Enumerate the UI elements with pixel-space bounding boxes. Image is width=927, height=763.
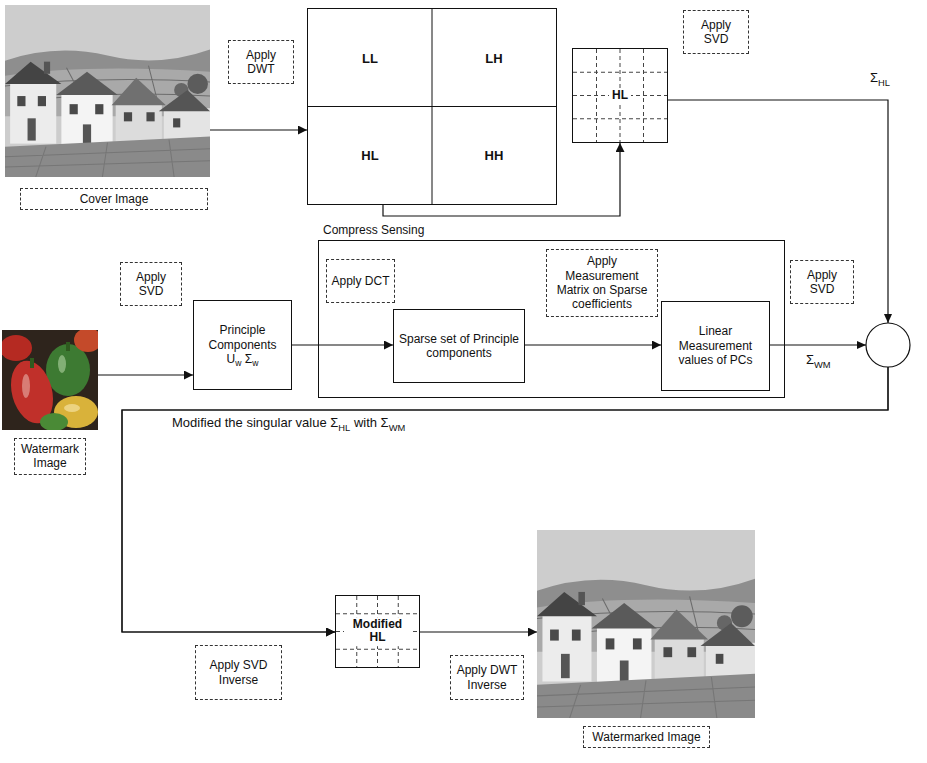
process-box: Sparse set of Principle components (393, 309, 525, 383)
image-node: Watermark Image (2, 330, 98, 430)
combiner-circle (866, 323, 910, 367)
process-box: Linear Measurement values of PCs (661, 301, 770, 391)
node-text: Apply SVD (124, 270, 178, 299)
step-label: Apply DCT (326, 259, 395, 303)
watermarked-photo (537, 530, 755, 718)
node-text: Principle Components (197, 323, 288, 352)
node-text: Apply SVD Inverse (199, 658, 278, 687)
node-text: Uw Σw (227, 352, 259, 366)
node-text: Apply DWT Inverse (454, 663, 520, 692)
step-label: Apply Measurement Matrix on Sparse coeff… (546, 249, 658, 317)
flow-arrow (292, 344, 393, 345)
matrix-grid: Modified HL (335, 595, 420, 668)
step-label: Apply SVD (790, 260, 854, 304)
node-text: Linear Measurement values of PCs (665, 324, 766, 367)
image-caption: Watermark Image (14, 438, 86, 475)
node-text: Apply DCT (331, 274, 389, 288)
watermark-photo (0, 328, 102, 431)
node-text: LL (362, 50, 378, 65)
node-text: Sparse set of Principle components (397, 332, 521, 361)
flow-arrow (420, 631, 537, 632)
image-caption: Cover Image (20, 188, 208, 210)
matrix-grid: HL (572, 48, 668, 143)
flow-arrow (525, 344, 661, 345)
group-heading: Compress Sensing (323, 223, 424, 237)
note-label: Modified the singular value ΣHL with ΣWM (170, 415, 407, 430)
node-text: Apply SVD (687, 18, 745, 47)
step-label: Apply SVD (120, 262, 182, 306)
divider-line (308, 106, 556, 107)
node-text: Modified HL (344, 617, 412, 647)
caption-text: Watermarked Image (588, 730, 705, 744)
caption-text: Watermark Image (19, 442, 81, 471)
image-caption: Watermarked Image (583, 726, 710, 748)
node-text: HH (485, 148, 504, 163)
node-text: Apply DWT (232, 48, 290, 77)
subband-box: LL LH HL HH (307, 8, 557, 205)
edge-label: ΣHL (868, 70, 892, 85)
node-text: Apply Measurement Matrix on Sparse coeff… (550, 254, 654, 312)
edge-label: ΣWM (804, 352, 833, 367)
grid-line (573, 118, 667, 119)
process-box: Principle ComponentsUw Σw (193, 300, 292, 390)
step-label: Apply SVD (683, 10, 749, 54)
step-label: Apply DWT (228, 40, 294, 84)
flow-arrow (98, 374, 193, 375)
node-text: Apply SVD (794, 268, 850, 297)
caption-text: Cover Image (25, 192, 203, 206)
group-box: Apply DCT Sparse set of Principle compone… (318, 240, 785, 398)
grid-line (643, 49, 644, 142)
node-text: HL (609, 88, 631, 104)
step-label: Apply SVD Inverse (195, 645, 282, 700)
image-node: Watermarked Image (537, 530, 755, 718)
image-node: Cover Image (5, 5, 210, 177)
step-label: Apply DWT Inverse (450, 655, 524, 700)
grid-line (336, 649, 419, 650)
node-text: LH (485, 50, 502, 65)
flow-arrow (210, 129, 307, 130)
cover-photo (5, 5, 210, 177)
node-text: HL (361, 148, 378, 163)
subband-dividers (308, 9, 556, 204)
